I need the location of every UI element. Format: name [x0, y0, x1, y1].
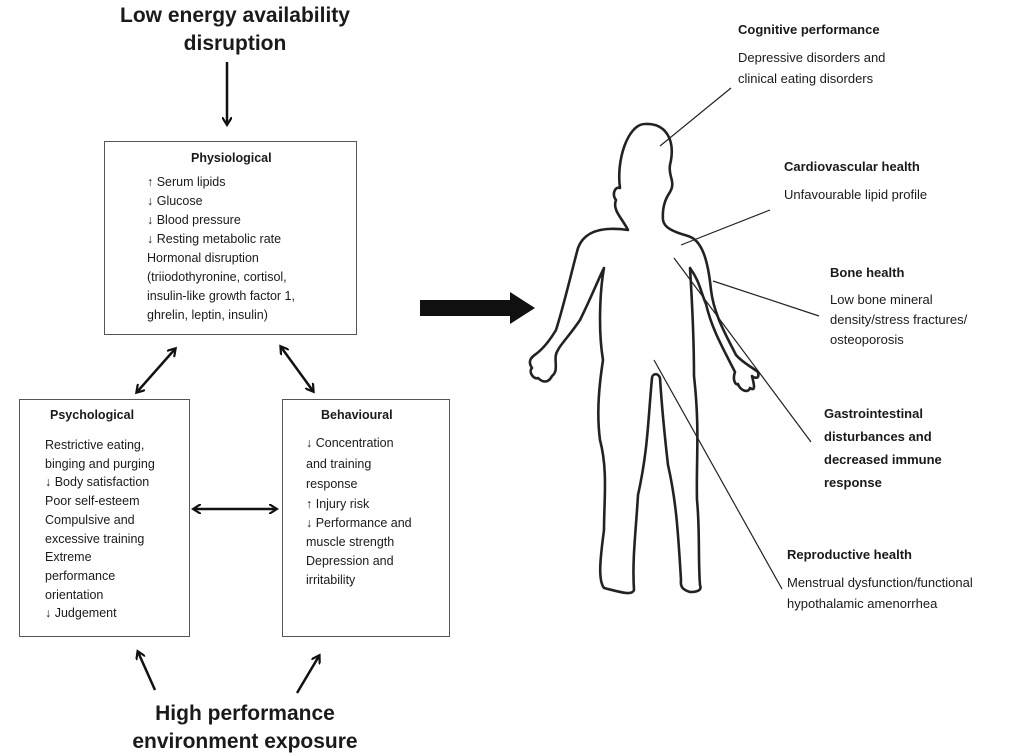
physiological-item: insulin-like growth factor 1, — [147, 289, 295, 303]
behavioural-item: Depression and — [306, 553, 394, 568]
label-text: Menstrual dysfunction/functional — [787, 575, 973, 590]
behavioural-item: ↑ Injury risk — [306, 496, 370, 511]
arrow-phys-psych — [137, 349, 175, 392]
behavioural-box: Behavioural ↓ Concentration and training… — [282, 399, 450, 637]
label-heading: Cardiovascular health — [784, 159, 920, 174]
behavioural-title: Behavioural — [321, 408, 393, 422]
behavioural-item: and training — [306, 456, 372, 471]
behavioural-item: ↓ Concentration — [306, 436, 394, 450]
bottom-title: High performance environment exposure — [95, 700, 395, 756]
psychological-item: orientation — [45, 587, 104, 602]
label-reproductive-health: Reproductive health Menstrual dysfunctio… — [787, 547, 973, 614]
physiological-item: ↓ Blood pressure — [147, 213, 241, 227]
physiological-title: Physiological — [191, 151, 272, 165]
behavioural-item: response — [306, 477, 358, 491]
label-text: clinical eating disorders — [738, 71, 874, 86]
big-right-arrow — [420, 292, 535, 324]
physiological-item: ↑ Serum lipids — [147, 175, 226, 189]
psychological-item: Restrictive eating, — [45, 438, 145, 452]
leader-reproductive — [653, 359, 783, 590]
psychological-item: excessive training — [45, 531, 145, 546]
label-heading-line: decreased immune — [824, 452, 942, 467]
psychological-item: Poor self-esteem — [45, 494, 140, 509]
top-title: Low energy availability disruption — [95, 2, 375, 58]
physiological-item: ghrelin, leptin, insulin) — [147, 308, 268, 322]
psychological-item: Extreme — [45, 550, 92, 565]
physiological-item: ↓ Glucose — [147, 194, 203, 208]
label-text: Low bone mineral — [830, 292, 933, 307]
physiological-item: ↓ Resting metabolic rate — [147, 232, 282, 246]
psychological-item: ↓ Body satisfaction — [45, 475, 150, 490]
psychological-title: Psychological — [50, 408, 135, 422]
physiological-item: Hormonal disruption — [147, 251, 259, 265]
leader-cardiovascular — [680, 209, 771, 246]
label-heading: Bone health — [830, 265, 905, 280]
human-body-outline — [528, 122, 760, 595]
psychological-box: Psychological Restrictive eating, bingin… — [19, 399, 190, 637]
behavioural-item: ↓ Performance and — [306, 515, 412, 530]
label-cognitive-performance: Cognitive performance Depressive disorde… — [738, 22, 885, 89]
label-heading-line: disturbances and — [824, 429, 932, 444]
arrow-bottom-left — [138, 652, 157, 691]
leader-cognitive — [659, 87, 732, 147]
label-text: osteoporosis — [830, 332, 904, 347]
behavioural-item: muscle strength — [306, 534, 395, 549]
label-text: hypothalamic amenorrhea — [787, 596, 938, 611]
physiological-box: Physiological ↑ Serum lipids ↓ Glucose ↓… — [104, 141, 357, 335]
arrow-bottom-right — [295, 656, 319, 694]
psychological-item: ↓ Judgement — [45, 606, 117, 621]
top-title-line1: Low energy availability — [120, 4, 350, 27]
label-heading-line: Gastrointestinal — [824, 406, 923, 421]
arrow-phys-behav — [281, 347, 313, 391]
psychological-item: performance — [45, 568, 116, 583]
label-heading: Reproductive health — [787, 547, 912, 562]
top-title-line2: disruption — [183, 32, 287, 55]
label-heading-line: response — [824, 475, 882, 490]
psychological-item: binging and purging — [45, 456, 155, 471]
psychological-item: Compulsive and — [45, 512, 135, 527]
label-text: Depressive disorders and — [738, 50, 886, 65]
physiological-item: (triiodothyronine, cortisol, — [147, 270, 287, 284]
label-heading: Cognitive performance — [738, 22, 880, 37]
label-gastrointestinal: Gastrointestinal disturbances and decrea… — [824, 402, 942, 494]
label-cardiovascular-health: Cardiovascular health Unfavourable lipid… — [784, 159, 927, 205]
behavioural-item: irritability — [306, 572, 356, 587]
bottom-title-line1: High performance — [155, 702, 335, 725]
leader-bone — [712, 280, 820, 317]
label-text: density/stress fractures/ — [830, 312, 968, 327]
label-text: Unfavourable lipid profile — [784, 187, 928, 202]
label-bone-health: Bone health Low bone mineral density/str… — [830, 265, 967, 350]
leader-gastro — [673, 257, 812, 443]
bottom-title-line2: environment exposure — [132, 730, 358, 753]
